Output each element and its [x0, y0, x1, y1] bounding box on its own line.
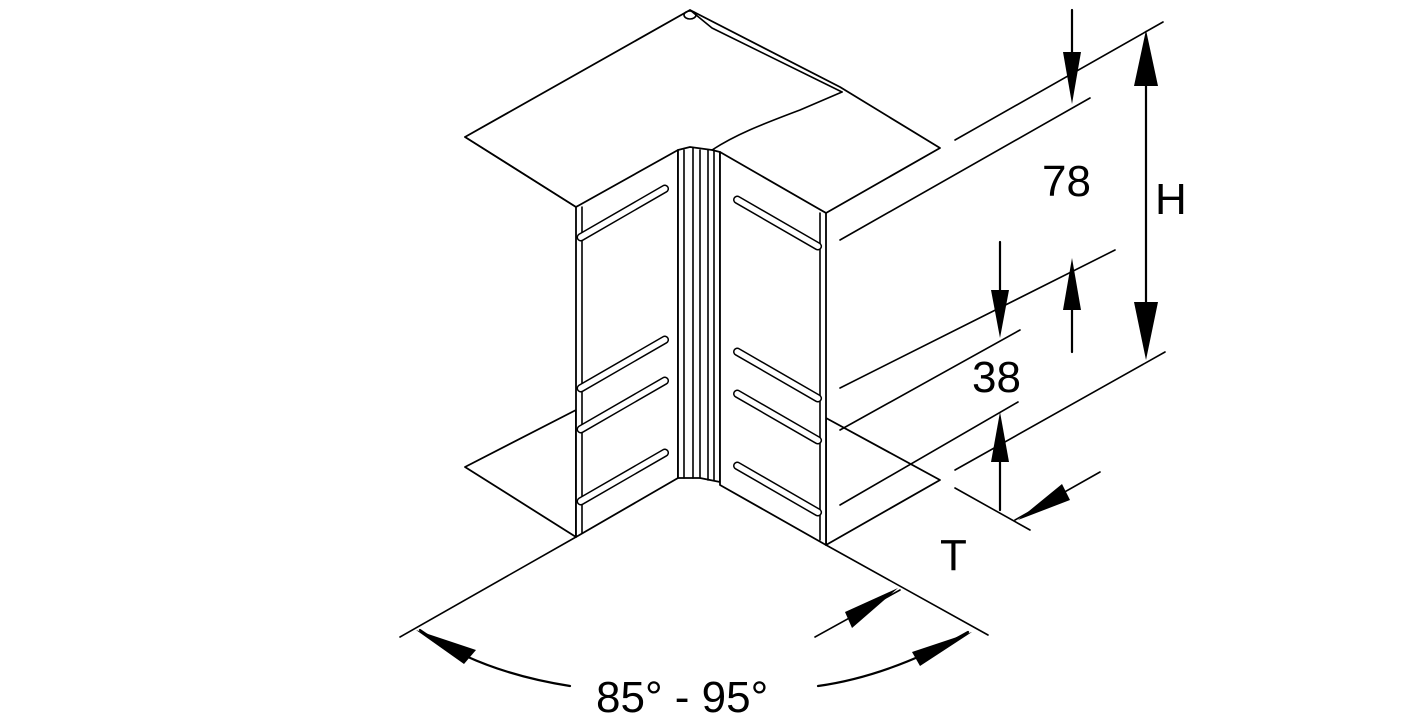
dimension-angle: 85° - 95° — [416, 588, 972, 722]
right-side-wall — [719, 151, 827, 546]
arrow-up-icon — [1134, 30, 1158, 86]
extension-lines — [399, 21, 1166, 638]
lower-value-label: 38 — [972, 353, 1021, 402]
arrow-left-icon — [416, 630, 476, 664]
thickness-label: T — [940, 531, 967, 580]
angle-range-label: 85° - 95° — [596, 673, 768, 722]
arrow-diagonal-icon — [1018, 484, 1070, 520]
dimension-h: H — [1134, 30, 1187, 360]
inner-corner-channel — [677, 146, 721, 483]
arrow-up-icon — [991, 412, 1009, 462]
arrow-down-icon — [991, 290, 1009, 338]
screw-icon — [683, 10, 697, 20]
arrow-up-icon — [1063, 258, 1081, 310]
dimension-78: 78 — [1042, 8, 1091, 206]
arrow-down-icon — [1063, 52, 1081, 104]
height-label: H — [1155, 175, 1187, 224]
dimension-t: T — [940, 484, 1070, 580]
left-side-wall — [575, 149, 679, 538]
height-value-label: 78 — [1042, 157, 1091, 206]
arrow-down-icon — [1134, 302, 1158, 360]
arrow-right-icon — [912, 632, 972, 666]
arrow-diagonal-icon — [845, 588, 898, 628]
dimension-38: 38 — [972, 240, 1081, 512]
